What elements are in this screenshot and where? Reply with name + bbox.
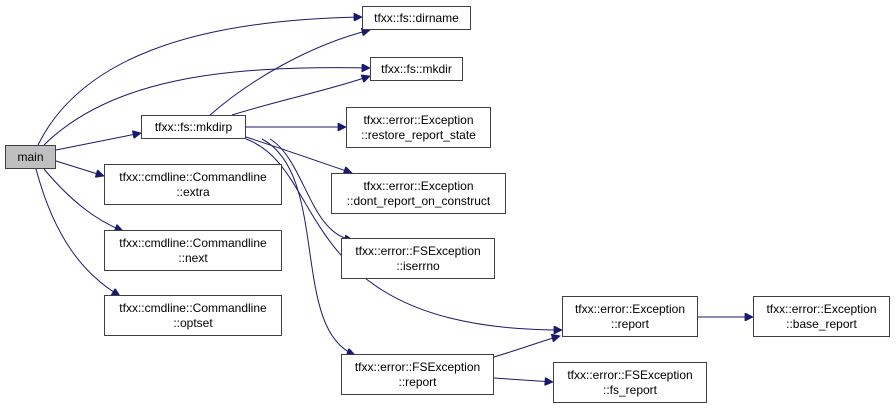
edge-main-to-mkdir [43, 68, 370, 146]
edge-mkdirp-to-iserrno [269, 138, 353, 240]
node-restore-line-1: tfxx::error::Exception [363, 112, 474, 127]
node-iserrno-line-1: tfxx::error::FSException [355, 243, 481, 258]
node-fs-mkdir-label: tfxx::fs::mkdir [381, 61, 452, 76]
edge-mkdirp-to-fsexc-report [261, 138, 355, 355]
node-restore-line-2: ::restore_report_state [361, 127, 476, 142]
node-commandline-optset[interactable]: tfxx::cmdline::Commandline ::optset [104, 295, 282, 336]
node-exc-report-line-1: tfxx::error::Exception [574, 301, 686, 316]
node-exc-report-line-2: ::report [610, 316, 649, 331]
edge-fsexc-report-to-fs-report [493, 378, 553, 382]
node-fsexception-iserrno[interactable]: tfxx::error::FSException ::iserrno [341, 238, 495, 279]
node-fs-mkdirp-label: tfxx::fs::mkdirp [154, 119, 233, 134]
node-optset-line-1: tfxx::cmdline::Commandline [119, 300, 267, 315]
node-main-label: main [17, 149, 44, 164]
node-base-report-line-2: ::base_report [786, 316, 857, 331]
node-next-line-2: ::next [178, 250, 208, 265]
edge-mkdirp-to-dont-report [245, 136, 352, 173]
node-iserrno-line-2: ::iserrno [396, 258, 440, 273]
node-fs-dirname[interactable]: tfxx::fs::dirname [362, 6, 471, 30]
edge-mkdirp-to-dirname [209, 30, 370, 116]
node-extra-line-2: ::extra [176, 184, 210, 199]
node-fsexc-report-line-1: tfxx::error::FSException [354, 359, 481, 374]
edge-mkdirp-to-exc-report [245, 138, 562, 330]
edge-main-to-optset [35, 168, 120, 296]
node-fsexc-report-line-2: ::report [398, 374, 437, 389]
node-fs-mkdirp[interactable]: tfxx::fs::mkdirp [141, 115, 246, 139]
edge-main-to-mkdirp [55, 133, 141, 151]
node-exception-report[interactable]: tfxx::error::Exception ::report [562, 296, 698, 337]
node-exception-base-report[interactable]: tfxx::error::Exception ::base_report [753, 296, 890, 337]
edge-fsexc-report-to-exc-report [493, 336, 560, 358]
node-fs-mkdir[interactable]: tfxx::fs::mkdir [370, 57, 463, 81]
node-fs-dirname-label: tfxx::fs::dirname [374, 10, 459, 25]
node-extra-line-1: tfxx::cmdline::Commandline [119, 169, 267, 184]
node-fs-report-line-2: ::fs_report [602, 382, 658, 397]
node-fs-report-line-1: tfxx::error::FSException [567, 367, 693, 382]
node-next-line-1: tfxx::cmdline::Commandline [119, 235, 267, 250]
node-main: main [5, 145, 56, 169]
node-fsexception-report[interactable]: tfxx::error::FSException ::report [341, 354, 494, 395]
node-fsexception-fs-report[interactable]: tfxx::error::FSException ::fs_report [553, 362, 707, 403]
edge-main-to-next [43, 168, 123, 231]
node-base-report-line-1: tfxx::error::Exception [766, 301, 877, 316]
node-dont-report-line-1: tfxx::error::Exception [363, 178, 474, 193]
edge-mkdirp-to-mkdir [231, 76, 370, 116]
node-optset-line-2: ::optset [173, 315, 213, 330]
edge-main-to-dirname [37, 17, 362, 146]
node-commandline-extra[interactable]: tfxx::cmdline::Commandline ::extra [104, 164, 282, 205]
node-dont-report-line-2: ::dont_report_on_construct [346, 193, 491, 208]
edge-main-to-extra [55, 160, 104, 176]
node-commandline-next[interactable]: tfxx::cmdline::Commandline ::next [104, 230, 282, 271]
node-exception-dont-report-on-construct[interactable]: tfxx::error::Exception ::dont_report_on_… [331, 173, 506, 214]
node-exception-restore-report-state[interactable]: tfxx::error::Exception ::restore_report_… [346, 107, 491, 148]
